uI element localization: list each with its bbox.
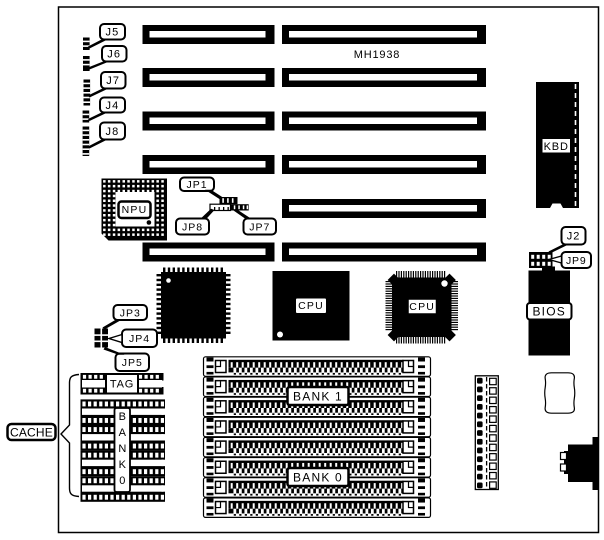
svg-text:JP4: JP4	[129, 333, 150, 345]
svg-text:J2: J2	[567, 231, 581, 243]
svg-text:KBD: KBD	[544, 141, 569, 153]
svg-text:JP5: JP5	[122, 357, 143, 369]
svg-text:TAG: TAG	[110, 379, 134, 391]
svg-text:J7: J7	[106, 75, 120, 87]
svg-text:CACHE: CACHE	[10, 425, 53, 439]
svg-text:JP1: JP1	[186, 179, 207, 191]
svg-text:CPU: CPU	[298, 300, 324, 312]
svg-text:JP7: JP7	[249, 221, 270, 233]
svg-text:JP9: JP9	[566, 255, 587, 267]
svg-text:BANK 0: BANK 0	[293, 470, 343, 484]
svg-text:JP8: JP8	[182, 221, 203, 233]
svg-text:B: B	[119, 411, 126, 423]
svg-text:BANK 1: BANK 1	[293, 389, 343, 403]
svg-text:0: 0	[119, 475, 125, 487]
svg-text:MH1938: MH1938	[354, 49, 400, 61]
svg-text:BIOS: BIOS	[532, 305, 565, 319]
svg-text:K: K	[119, 459, 127, 471]
svg-text:NPU: NPU	[122, 204, 148, 216]
svg-text:N: N	[118, 443, 126, 455]
svg-text:A: A	[119, 427, 127, 439]
svg-text:J5: J5	[105, 27, 119, 39]
svg-text:JP3: JP3	[120, 307, 141, 319]
svg-text:J4: J4	[105, 100, 119, 112]
svg-text:CPU: CPU	[409, 301, 435, 313]
svg-text:J8: J8	[105, 126, 119, 138]
svg-text:J6: J6	[107, 49, 121, 61]
